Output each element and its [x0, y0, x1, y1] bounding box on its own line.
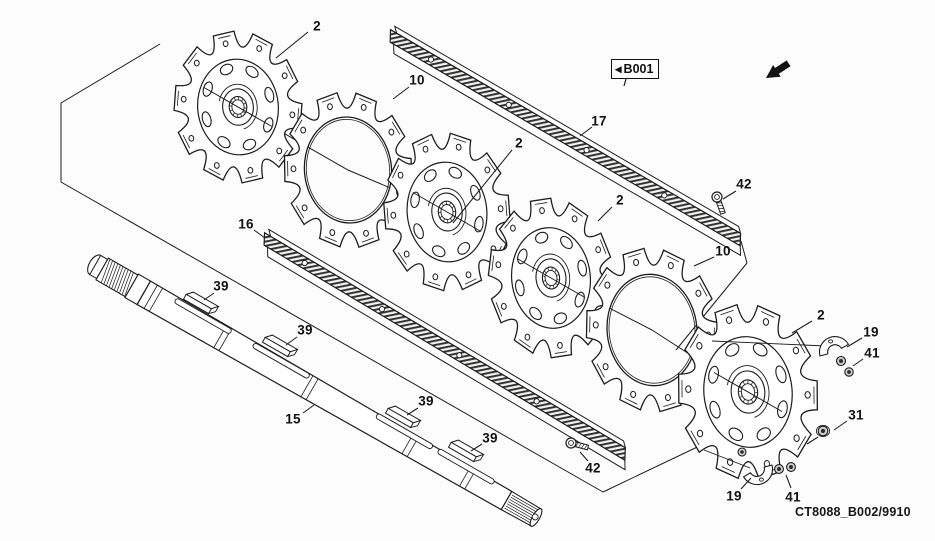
shaft-key-4 — [447, 439, 485, 463]
clip-position-line-top — [711, 340, 827, 347]
housing-frame — [60, 43, 748, 493]
shaft-key-2 — [261, 334, 299, 358]
reference-box-tick — [623, 78, 627, 87]
axis-segment — [713, 372, 783, 412]
axis-segment — [412, 192, 482, 232]
lock-nut-2 — [844, 367, 854, 377]
axis-segment — [516, 258, 586, 298]
plain-disc-1 — [276, 86, 419, 254]
axis-segment — [203, 87, 273, 127]
mounting-bolt-bottom — [565, 437, 590, 451]
retainer-clip-bottom — [742, 464, 774, 486]
clip-position-line-bottom — [703, 449, 751, 469]
callout-leader-lines — [203, 31, 864, 490]
installed-nut — [737, 447, 747, 457]
shaft-key-3 — [384, 405, 422, 429]
lock-nut-1 — [835, 355, 847, 367]
shaft-key-1 — [182, 291, 220, 315]
retainer-clip-top — [818, 336, 850, 357]
reference-box-b001[interactable]: ◀ B001 — [611, 59, 660, 79]
lock-nut-3 — [774, 464, 784, 474]
cutter-bar-17 — [389, 25, 742, 257]
rotor-shaft — [87, 254, 543, 527]
flange-nut-31 — [817, 425, 829, 437]
lock-nut-4 — [786, 462, 796, 472]
cutter-bar-16 — [263, 228, 627, 471]
direction-arrow-icon — [766, 60, 791, 78]
left-triangle-icon: ◀ — [615, 64, 622, 75]
washer-31 — [815, 424, 831, 438]
mounting-bolt-top — [711, 191, 726, 215]
drawing-code: CT8088_B002/9910 — [795, 505, 911, 519]
reference-label: B001 — [623, 62, 654, 76]
